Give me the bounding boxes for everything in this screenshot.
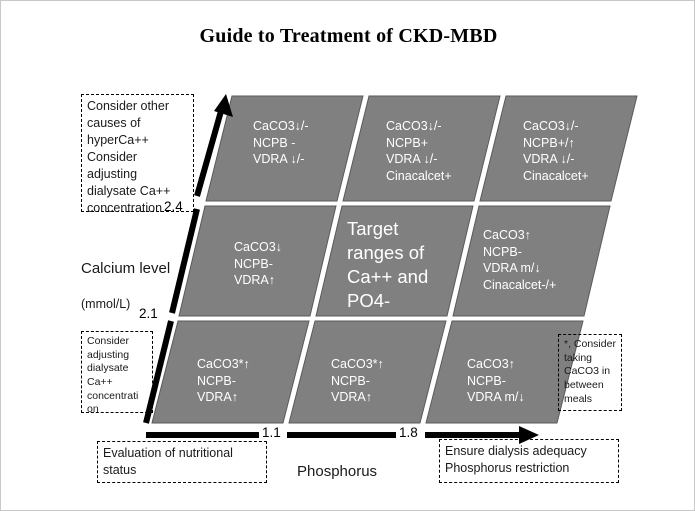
annotation-high-phosphorus[interactable]: Ensure dialysis adequacy Phosphorus rest… bbox=[439, 439, 619, 483]
calcium-tick-2-4: 2.4 bbox=[164, 199, 183, 214]
annotation-caco3-footnote[interactable]: *, Consider taking CaCO3 in between meal… bbox=[558, 334, 622, 411]
calcium-axis-label: Calcium level (mmol/L) bbox=[81, 241, 196, 332]
calcium-tick-2-1: 2.1 bbox=[139, 306, 158, 321]
phosphorus-tick-1-8: 1.8 bbox=[399, 425, 418, 440]
calcium-axis-unit: (mmol/L) bbox=[81, 297, 131, 312]
phosphorus-axis-label: Phosphorus level (mmol/L) bbox=[297, 444, 427, 510]
cell-low-ca-mid-po4[interactable]: CaCO3*↑ NCPB- VDRA↑ bbox=[331, 357, 384, 404]
cell-mid-ca-low-po4[interactable]: CaCO3↓ NCPB- VDRA↑ bbox=[234, 240, 282, 287]
calcium-axis-title: Calcium level bbox=[81, 259, 171, 277]
cell-mid-ca-high-po4[interactable]: CaCO3↑ NCPB- VDRA m/↓ Cinacalcet-/+ bbox=[483, 228, 557, 292]
phosphorus-tick-1-1: 1.1 bbox=[262, 425, 281, 440]
phosphorus-axis-title-line2: level (mmol/L) bbox=[297, 500, 427, 510]
calcium-axis-arrowhead bbox=[214, 94, 233, 117]
cell-low-ca-low-po4[interactable]: CaCO3*↑ NCPB- VDRA↑ bbox=[197, 357, 250, 404]
cell-low-ca-high-po4[interactable]: CaCO3↑ NCPB- VDRA m/↓ bbox=[467, 357, 525, 404]
page-title: Guide to Treatment of CKD-MBD bbox=[199, 25, 498, 47]
cell-target-range[interactable]: Target ranges of Ca++ and PO4- bbox=[347, 218, 429, 312]
annotation-high-calcium[interactable]: Consider other causes of hyperCa++ Consi… bbox=[81, 94, 194, 215]
annotation-low-calcium[interactable]: Consider adjusting dialysate Ca++ concen… bbox=[81, 331, 153, 415]
cell-high-ca-low-po4[interactable]: CaCO3↓/- NCPB - VDRA ↓/- bbox=[253, 119, 309, 166]
annotation-low-phosphorus[interactable]: Evaluation of nutritional status bbox=[97, 441, 267, 483]
cell-high-ca-mid-po4[interactable]: CaCO3↓/- NCPB+ VDRA ↓/- Cinacalcet+ bbox=[386, 119, 452, 183]
phosphorus-axis-title: Phosphorus bbox=[297, 462, 378, 480]
cell-high-ca-high-po4[interactable]: CaCO3↓/- NCPB+/↑ VDRA ↓/- Cinacalcet+ bbox=[523, 119, 589, 183]
